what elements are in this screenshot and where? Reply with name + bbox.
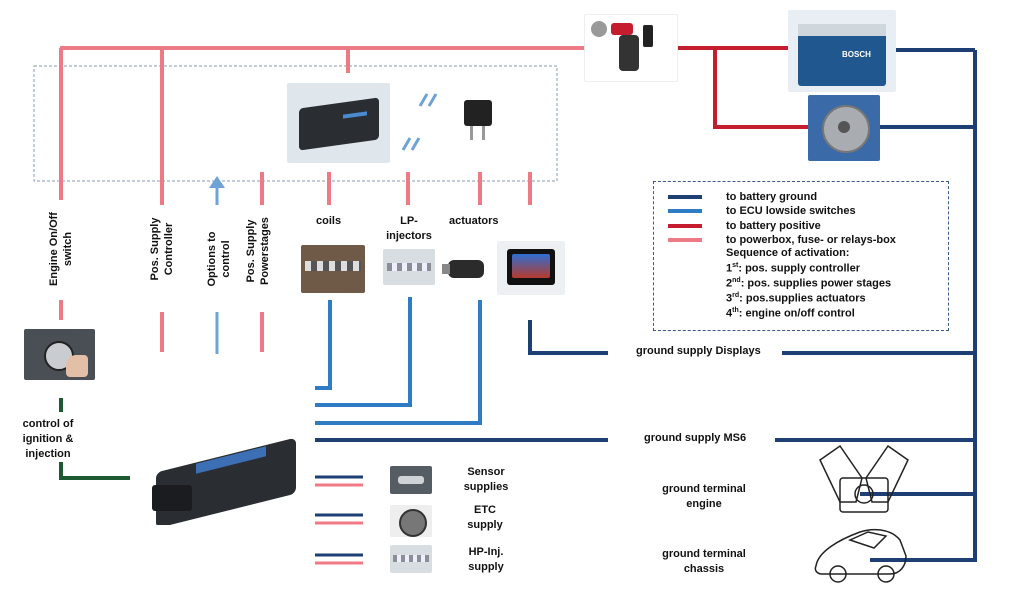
legend-item: to battery ground bbox=[668, 190, 817, 204]
legend-swatch bbox=[668, 195, 702, 199]
sequence-sup: st bbox=[732, 262, 739, 269]
sequence-sup: th bbox=[732, 307, 739, 314]
legend-swatch bbox=[668, 209, 702, 213]
hp-inj-supply-label: HP-Inj. supply bbox=[468, 546, 504, 573]
coils-image bbox=[301, 245, 365, 293]
wire-coils-lowside bbox=[315, 300, 332, 390]
wire-display-ground bbox=[528, 320, 608, 355]
pos-supply-powerstages-text: Pos. Supply Powerstages bbox=[245, 217, 271, 285]
options-to-control-text: Options to control bbox=[206, 231, 232, 287]
sequence-step: 4th: engine on/off control bbox=[726, 307, 855, 320]
pos-supply-controller-label: Pos. Supply Controller bbox=[148, 210, 176, 288]
display-image bbox=[497, 241, 565, 295]
lp-inj-dash-3 bbox=[401, 137, 412, 151]
wire-ignition-lower bbox=[59, 462, 130, 480]
sequence-num: 3 bbox=[726, 292, 733, 305]
engine-switch-text: Engine On/Off switch bbox=[48, 212, 74, 286]
lp-inj-dash-2 bbox=[427, 93, 438, 107]
legend-swatch bbox=[668, 224, 702, 228]
sequence-num: 1 bbox=[726, 262, 733, 275]
legend-box: to battery ground to ECU lowside switche… bbox=[653, 181, 949, 331]
sequence-text: : pos. supply controller bbox=[738, 262, 860, 275]
coils-label: coils bbox=[316, 215, 342, 227]
powerbox-frame bbox=[33, 65, 558, 182]
sequence-text: : pos. supplies power stages bbox=[740, 277, 892, 290]
hp-injectors-image bbox=[390, 545, 432, 573]
pos-supply-controller-text: Pos. Supply Controller bbox=[149, 217, 175, 281]
ground-terminal-engine-label: ground terminal engine bbox=[662, 483, 746, 510]
control-ignition-label: control of ignition & injection bbox=[22, 418, 74, 460]
engine-icon bbox=[819, 444, 909, 513]
legend-text: to ECU lowside switches bbox=[726, 205, 856, 217]
sequence-step: 2nd: pos. supplies power stages bbox=[726, 277, 891, 290]
master-switch-image bbox=[584, 14, 678, 82]
wire-alternator-positive bbox=[713, 48, 810, 129]
options-arrow-head bbox=[209, 176, 225, 188]
engine-switch-label: Engine On/Off switch bbox=[47, 206, 75, 292]
legend-item: to powerbox, fuse- or relays-box bbox=[668, 233, 896, 247]
actuators-label: actuators bbox=[449, 215, 499, 227]
ground-supply-ms6-label: ground supply MS6 bbox=[644, 432, 747, 444]
lp-injectors-image bbox=[383, 249, 435, 285]
alternator-image bbox=[808, 95, 880, 161]
sequence-sup: rd bbox=[732, 292, 740, 299]
etc-image bbox=[390, 505, 432, 537]
relay-image bbox=[458, 96, 498, 144]
legend-text: to battery ground bbox=[726, 191, 818, 203]
pos-supply-powerstages-label: Pos. Supply Powerstages bbox=[244, 210, 272, 292]
lp-inj-dash-1 bbox=[418, 93, 429, 107]
engine-switch-image bbox=[24, 329, 95, 380]
wire-actuator-lowside bbox=[315, 300, 482, 425]
legend-item: to ECU lowside switches bbox=[668, 204, 856, 218]
sequence-num: 4 bbox=[726, 307, 733, 320]
legend-swatch bbox=[668, 238, 702, 242]
bosch-logo: BOSCH bbox=[842, 50, 871, 59]
battery-image: BOSCH bbox=[788, 10, 896, 92]
legend-text: to powerbox, fuse- or relays-box bbox=[726, 234, 896, 246]
sensor-image bbox=[390, 466, 432, 494]
wire-lpinj-lowside bbox=[315, 297, 412, 407]
sequence-title: Sequence of activation: bbox=[726, 247, 850, 259]
sequence-num: 2 bbox=[726, 277, 733, 290]
legend-text: to battery positive bbox=[726, 220, 821, 232]
options-to-control-label: Options to control bbox=[205, 218, 233, 300]
sequence-text: : pos.supplies actuators bbox=[739, 292, 866, 305]
lp-inj-dash-4 bbox=[410, 137, 421, 151]
sequence-step: 1st: pos. supply controller bbox=[726, 262, 860, 275]
actuator-image bbox=[440, 250, 492, 290]
ground-terminal-chassis-label: ground terminal chassis bbox=[662, 548, 746, 575]
etc-supply-label: ETC supply bbox=[467, 504, 503, 531]
lp-injectors-label: LP-injectors bbox=[386, 215, 432, 242]
ecu-ms6-image bbox=[146, 425, 306, 525]
sensor-supplies-label: Sensor supplies bbox=[463, 466, 509, 493]
car-icon bbox=[814, 528, 907, 583]
legend-item: to battery positive bbox=[668, 219, 821, 233]
ground-supply-displays-label: ground supply Displays bbox=[636, 345, 761, 357]
sequence-text: : engine on/off control bbox=[738, 307, 855, 320]
sequence-step: 3rd: pos.supplies actuators bbox=[726, 292, 866, 305]
sequence-sup: nd bbox=[732, 277, 741, 284]
powerbox-image bbox=[287, 83, 390, 163]
